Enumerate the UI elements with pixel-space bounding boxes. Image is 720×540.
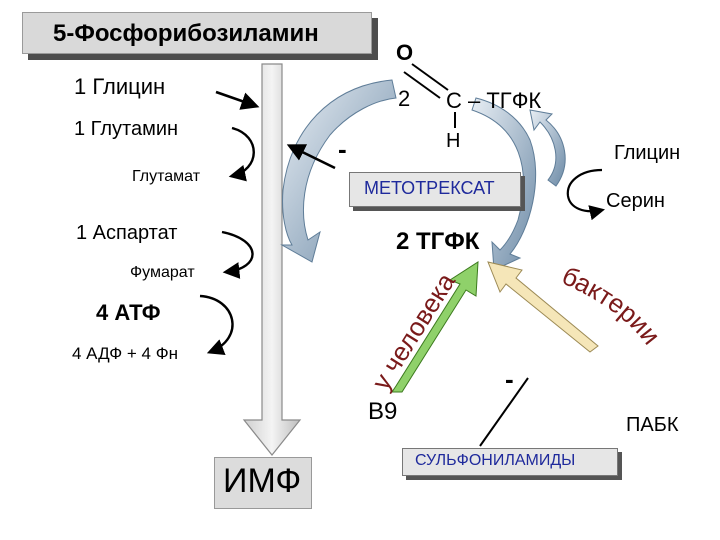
methotrexate-label: МЕТОТРЕКСАТ bbox=[364, 178, 495, 198]
adp-label: 4 АДФ + 4 Фн bbox=[72, 344, 179, 363]
atp-adp-arrow bbox=[199, 294, 234, 355]
pabk-label: ПАБК bbox=[626, 414, 679, 436]
bacteria-synthesis-arrow bbox=[487, 261, 599, 353]
imf-label: ИМФ bbox=[223, 462, 302, 500]
human-curved-label: у человека bbox=[366, 267, 462, 395]
fumarate-label: Фумарат bbox=[130, 264, 195, 281]
aspartate-label: 1 Аспартат bbox=[76, 222, 178, 244]
atp-label: 4 АТФ bbox=[96, 300, 161, 325]
glycine-1-label: 1 Глицин bbox=[74, 74, 166, 99]
methotrexate-box: МЕТОТРЕКСАТ bbox=[349, 172, 521, 207]
thfa-2-label: 2 ТГФК bbox=[396, 228, 480, 255]
glutamate-label: Глутамат bbox=[132, 168, 201, 185]
c-thfa-label: C – ТГФК bbox=[446, 88, 542, 113]
number-2-label: 2 bbox=[398, 86, 411, 111]
imf-box: ИМФ bbox=[214, 457, 312, 509]
sulfonamides-box: СУЛЬФОНИЛАМИДЫ bbox=[402, 448, 618, 476]
oxygen-atom-label: O bbox=[396, 40, 414, 65]
b9-label: B9 bbox=[368, 398, 398, 425]
sulfonamides-label: СУЛЬФОНИЛАМИДЫ bbox=[415, 452, 576, 469]
glutamine-glutamate-arrow bbox=[228, 126, 255, 182]
human-synthesis-arrow bbox=[391, 261, 479, 393]
inhibition-minus-top: - bbox=[338, 134, 347, 164]
thfa-return-arrow bbox=[471, 97, 537, 271]
double-bond-line-1 bbox=[411, 63, 449, 91]
page-title: 5-Фосфорибозиламин bbox=[53, 20, 319, 47]
serine-label: Серин bbox=[606, 190, 665, 212]
glutamine-label: 1 Глутамин bbox=[74, 118, 179, 140]
thfa-curved-arrow bbox=[280, 79, 397, 263]
aspartate-fumarate-arrow bbox=[221, 230, 254, 279]
methotrexate-inhibition-line bbox=[286, 144, 336, 170]
hydrogen-atom-label: H bbox=[446, 130, 461, 152]
glycine-input-arrow bbox=[215, 90, 260, 110]
main-pathway-arrow bbox=[242, 63, 302, 456]
title-box: 5-Фосфорибозиламин bbox=[22, 12, 372, 54]
inhibition-minus-bottom: - bbox=[505, 364, 514, 394]
sulfonamide-inhibition-line bbox=[479, 377, 529, 447]
glycine-curved-arrow bbox=[529, 109, 566, 187]
glycine-serine-arrow bbox=[566, 168, 606, 221]
double-bond-line-2 bbox=[403, 71, 441, 99]
glycine-right-label: Глицин bbox=[614, 142, 681, 164]
